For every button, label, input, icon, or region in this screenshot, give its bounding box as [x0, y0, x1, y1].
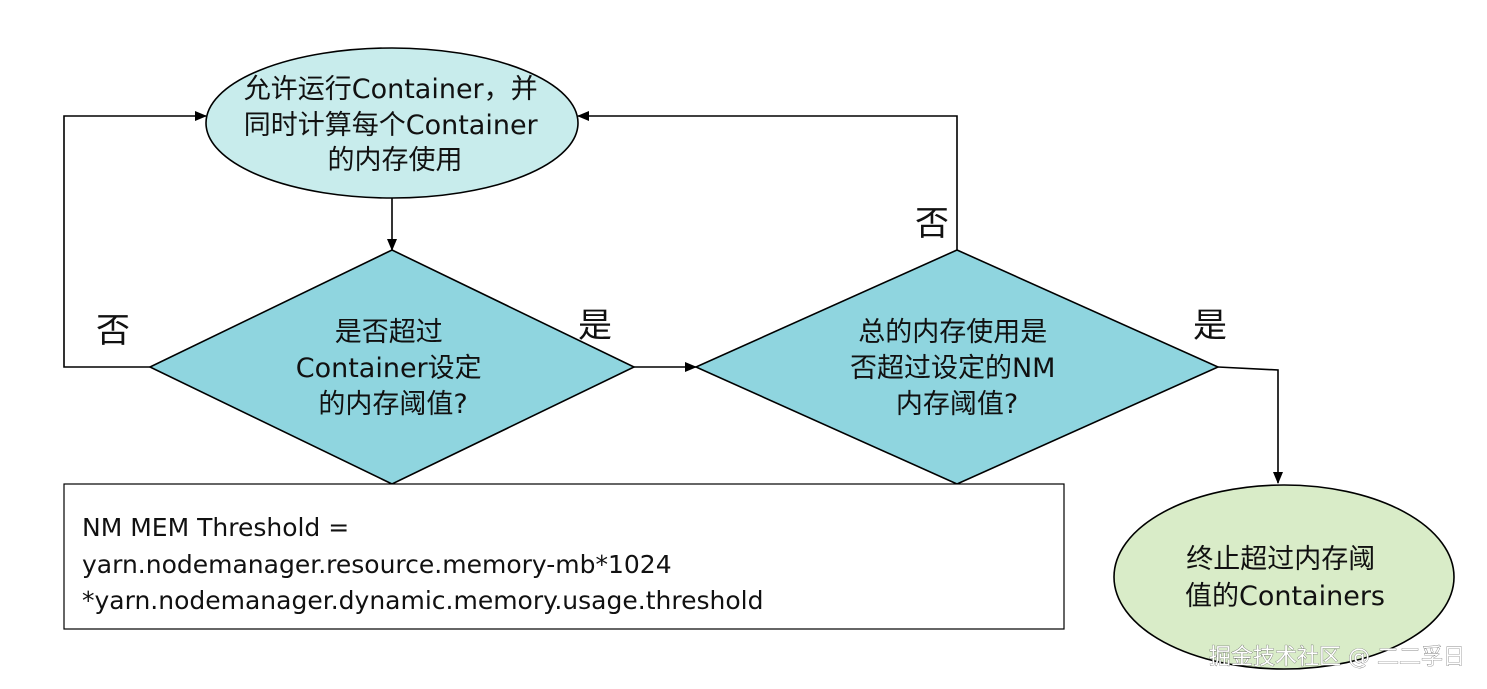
decision2-no-label: 否 [915, 204, 949, 244]
decision1-line-3: 的内存阈值? [318, 389, 467, 420]
decision1-line-1: 是否超过 [335, 317, 443, 348]
end-text: 终止超过内存阈 值的Containers [1185, 544, 1385, 612]
decision1-yes-label: 是 [578, 306, 612, 346]
end-line-1: 终止超过内存阈 [1186, 544, 1375, 575]
decision2-line-3: 内存阈值? [896, 389, 1018, 420]
end-ellipse [1113, 484, 1455, 670]
start-text: 允许运行Container，并 同时计算每个Container 的内存使用 [244, 74, 547, 176]
end-line-2: 值的Containers [1185, 581, 1385, 612]
start-line-2: 同时计算每个Container [244, 110, 539, 141]
start-line-3: 的内存使用 [328, 145, 463, 176]
formula-line-1: NM MEM Threshold = [82, 513, 349, 542]
watermark-text: 掘金技术社区 @ 二二孚日 [1209, 645, 1465, 670]
decision2-line-1: 总的内存使用是 [858, 317, 1047, 348]
arrow-decision2-no-loop [577, 111, 958, 250]
formula-text: NM MEM Threshold = yarn.nodemanager.reso… [82, 513, 763, 615]
start-ellipse [205, 47, 579, 199]
start-line-1: 允许运行Container，并 [244, 74, 538, 105]
end-node: 终止超过内存阈 值的Containers [1113, 484, 1455, 670]
decision1-node: 是否超过 Container设定 的内存阈值? [148, 249, 636, 485]
formula-box-border [63, 483, 1065, 630]
arrow-decision1-no-loop [63, 111, 207, 368]
formula-line-3: *yarn.nodemanager.dynamic.memory.usage.t… [82, 586, 763, 615]
decision2-yes-label: 是 [1193, 306, 1227, 346]
decision2-node: 总的内存使用是 否超过设定的NM 内存阈值? [694, 249, 1220, 485]
decision1-line-2: Container设定 [296, 353, 482, 384]
start-node: 允许运行Container，并 同时计算每个Container 的内存使用 [205, 47, 579, 199]
decision2-text: 总的内存使用是 否超过设定的NM 内存阈值? [850, 317, 1064, 420]
formula-line-2: yarn.nodemanager.resource.memory-mb*1024 [82, 550, 672, 579]
formula-box: NM MEM Threshold = yarn.nodemanager.reso… [63, 483, 1065, 630]
decision2-line-2: 否超过设定的NM [850, 353, 1056, 384]
decision1-no-label: 否 [96, 311, 130, 351]
decision1-text: 是否超过 Container设定 的内存阈值? [296, 317, 491, 420]
arrow-decision2-yes-to-end [1217, 366, 1283, 484]
